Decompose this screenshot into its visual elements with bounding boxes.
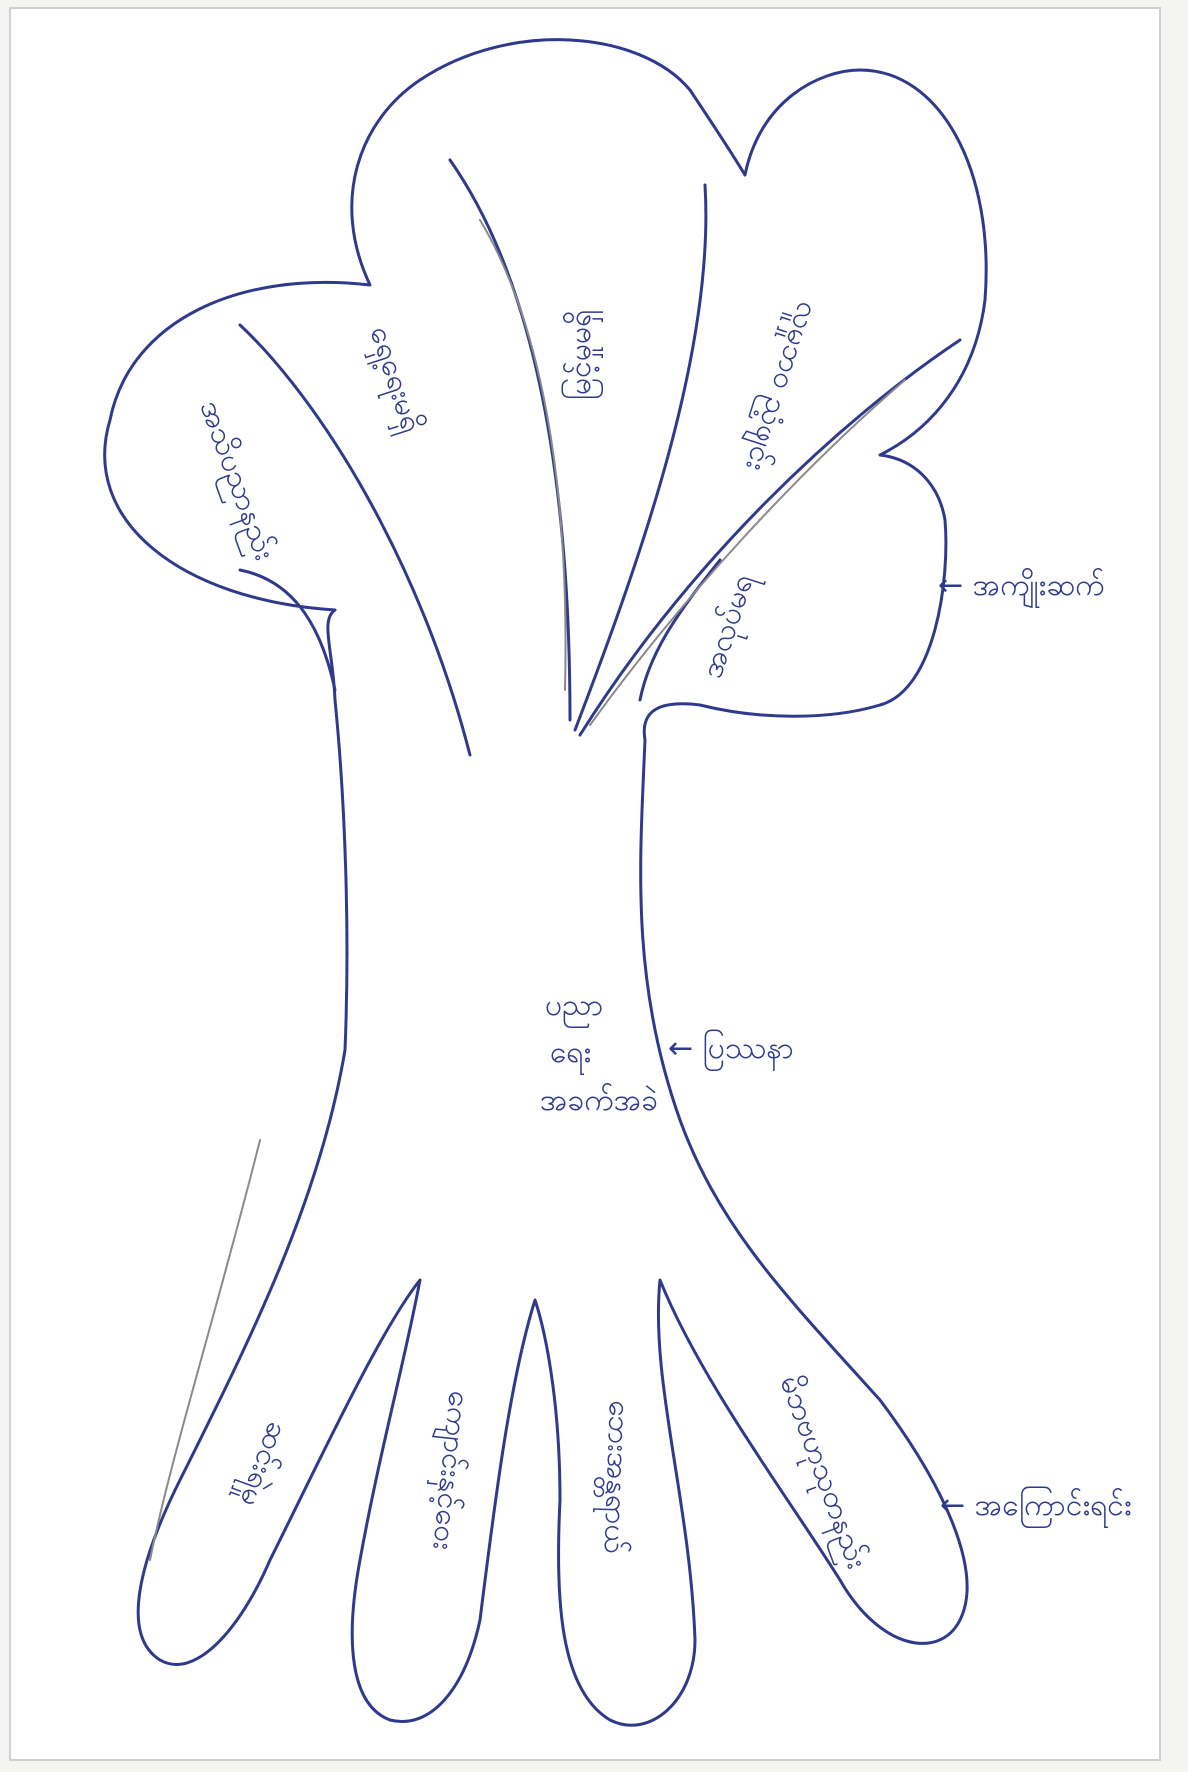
trunk-label-line-3: အခက်အခဲ (540, 1083, 658, 1118)
trunk-label-line-1: ပညာ (545, 988, 603, 1029)
effect-arrow-label: ← အကျိုးဆက် (938, 568, 1105, 609)
trunk-label-line-2: ရေး (550, 1035, 591, 1076)
problem-arrow-label: ← ပြဿနာ (668, 1029, 794, 1072)
cause-arrow-label: ← အကြောင်းရင်း (940, 1486, 1132, 1529)
leaf-label-3: မြင့်မှုမရှိ (561, 310, 604, 400)
